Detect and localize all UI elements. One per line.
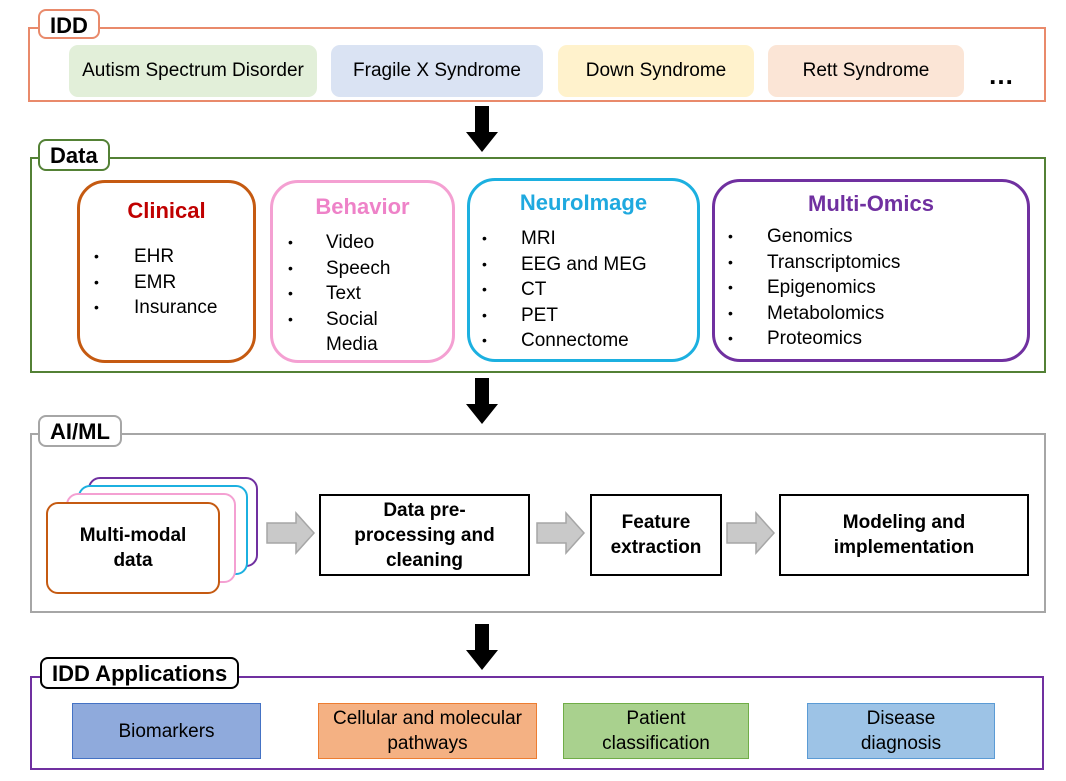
app-patient-classification: Patient classification <box>563 703 749 759</box>
list-item: •Text <box>288 283 361 304</box>
list-item: •EEG and MEG <box>482 253 647 275</box>
clinical-title: Clinical <box>127 198 206 223</box>
preprocessing-step: Data pre-processing and cleaning <box>319 494 530 576</box>
list-item: •Speech <box>288 257 391 279</box>
behavior-card: Behavior •Video •Speech •Text •Social Me… <box>270 180 455 363</box>
app-disease-diagnosis: Disease diagnosis <box>807 703 995 759</box>
right-arrow-icon <box>536 511 586 555</box>
idd-item-autism: Autism Spectrum Disorder <box>69 45 317 97</box>
omics-list: •Genomics •Transcriptomics •Epigenomics … <box>715 224 1027 352</box>
right-arrow-icon <box>726 511 776 555</box>
idd-tab: IDD <box>34 6 100 39</box>
list-item: •MRI <box>482 228 556 249</box>
list-item: •EHR <box>94 246 175 267</box>
list-item: •Insurance <box>94 297 218 318</box>
behavior-list: •Video •Speech •Text •Social Media <box>273 230 452 358</box>
list-item: •CT <box>482 279 547 300</box>
list-item: •Proteomics <box>728 328 863 349</box>
list-item: •PET <box>482 304 558 326</box>
omics-card: Multi-Omics •Genomics •Transcriptomics •… <box>712 179 1030 362</box>
neuroimage-card: NeuroImage •MRI •EEG and MEG •CT •PET •C… <box>467 178 700 362</box>
idd-item-rett: Rett Syndrome <box>768 45 964 97</box>
neuroimage-list: •MRI •EEG and MEG •CT •PET •Connectome <box>470 226 697 354</box>
list-item: •Connectome <box>482 330 629 351</box>
aiml-tab: AI/ML <box>34 412 122 447</box>
multimodal-label: Multi-modal data <box>79 525 187 571</box>
clinical-list: •EHR •EMR •Insurance <box>80 244 253 321</box>
neuroimage-title: NeuroImage <box>519 190 648 215</box>
list-item: •EMR <box>94 271 177 293</box>
omics-title: Multi-Omics <box>808 191 934 216</box>
clinical-card: Clinical •EHR •EMR •Insurance <box>77 180 256 363</box>
idd-item-fragile-x: Fragile X Syndrome <box>331 45 543 97</box>
app-cellular-pathways: Cellular and molecular pathways <box>318 703 537 759</box>
modeling-step: Modeling and implementation <box>779 494 1029 576</box>
app-biomarkers: Biomarkers <box>72 703 261 759</box>
idd-more-ellipsis: … <box>988 60 1015 90</box>
data-tab: Data <box>34 136 110 171</box>
list-item: •Social Media <box>288 308 378 356</box>
list-item: •Transcriptomics <box>728 251 901 273</box>
applications-tab: IDD Applications <box>35 654 240 689</box>
list-item: •Metabolomics <box>728 302 885 324</box>
list-item: •Video <box>288 232 375 253</box>
down-arrow-icon <box>466 624 498 670</box>
multimodal-data-card: Multi-modal data <box>46 502 220 594</box>
right-arrow-icon <box>266 511 316 555</box>
feature-extraction-step: Feature extraction <box>590 494 722 576</box>
down-arrow-icon <box>466 106 498 152</box>
idd-item-down: Down Syndrome <box>558 45 754 97</box>
list-item: •Epigenomics <box>728 277 876 298</box>
down-arrow-icon <box>466 378 498 424</box>
behavior-title: Behavior <box>315 194 410 219</box>
list-item: •Genomics <box>728 226 853 247</box>
